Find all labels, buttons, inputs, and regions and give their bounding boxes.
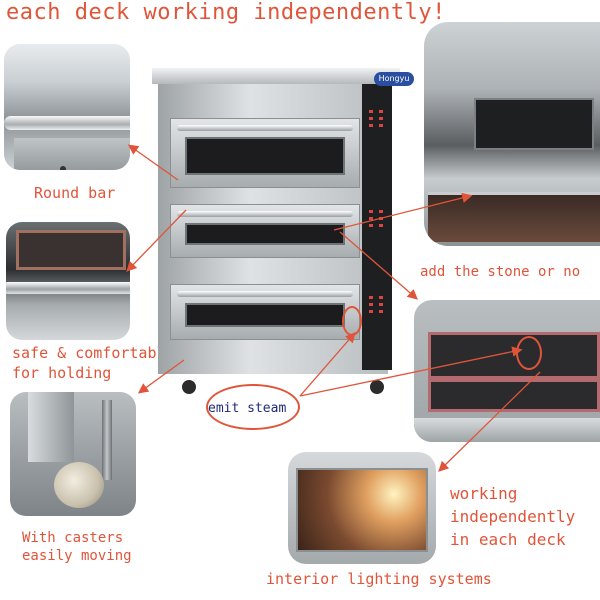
- working-label-line2: independently: [450, 507, 576, 526]
- deck-top: [170, 118, 360, 188]
- emit-steam-bubble: [206, 384, 300, 430]
- interior-lighting-photo: [288, 452, 436, 564]
- emit-steam-label: emit steam: [208, 401, 287, 416]
- arrow-stone-2: [339, 231, 418, 300]
- caster-photo: [10, 392, 136, 516]
- headline: each deck working independently!: [6, 0, 446, 25]
- round-bar-photo: [4, 44, 130, 170]
- deck-bottom: [170, 284, 360, 340]
- handle-photo: [6, 222, 130, 340]
- brand-logo: Hongyu: [374, 72, 414, 86]
- casters-label-line2: easily moving: [22, 548, 132, 564]
- arrow-steam-right: [299, 346, 523, 397]
- round-bar-label: Round bar: [34, 184, 116, 202]
- deck-middle: [170, 204, 360, 258]
- arrow-steam-left: [299, 332, 356, 397]
- caster-wheel-icon: [370, 380, 384, 394]
- casters-label-line1: With casters: [22, 530, 124, 546]
- arrow-stone: [333, 192, 473, 231]
- deck-stone-photo: [424, 22, 600, 246]
- arrow-working: [438, 371, 541, 472]
- caster-wheel-icon: [182, 380, 196, 394]
- working-label-line3: in each deck: [450, 530, 566, 549]
- arrow-caster: [137, 359, 185, 394]
- working-label-line1: working: [450, 484, 518, 503]
- safe-label-line2: for holding: [12, 364, 112, 382]
- deck-oven-main: Hongyu: [152, 68, 414, 394]
- arrow-handle: [126, 209, 187, 272]
- deck-interior-photo: [414, 300, 600, 442]
- arrow-round-bar: [127, 144, 179, 181]
- interior-lighting-label: interior lighting systems: [266, 570, 492, 588]
- add-stone-label: add the stone or no: [420, 264, 581, 280]
- safe-label-line1: safe & comfortable: [12, 344, 175, 362]
